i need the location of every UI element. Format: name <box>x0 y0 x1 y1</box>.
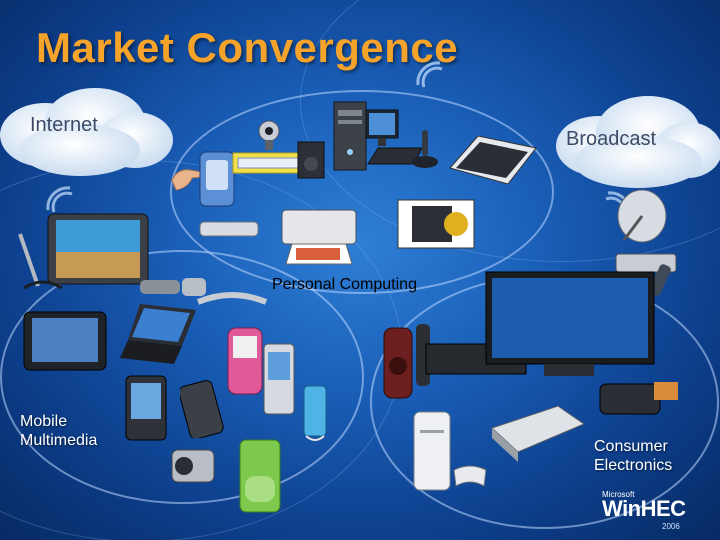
video-camera-icon <box>599 382 678 415</box>
internet-cloud <box>0 88 173 176</box>
network-adapter-icon <box>140 278 206 296</box>
smartphone-icon <box>227 327 263 395</box>
mp3-player-icon <box>303 385 327 441</box>
internet-pc-zone <box>170 90 554 294</box>
headset-icon <box>23 280 63 290</box>
monitor-icon <box>365 109 399 146</box>
media-receiver-icon <box>491 405 586 462</box>
tablet-pc-icon <box>47 213 149 285</box>
mobile-phone-icon <box>180 380 224 438</box>
gamepad-icon <box>453 465 487 487</box>
pocket-pc-icon <box>125 375 167 441</box>
camcorder-icon <box>171 449 215 483</box>
webcam-icon <box>258 120 280 150</box>
router-icon <box>232 152 304 174</box>
logo-brand: Microsoft <box>602 490 635 499</box>
consumer-electronics-line-2: Electronics <box>594 457 673 474</box>
remote-control-icon <box>649 264 671 296</box>
consumer-electronics-line-1: Consumer <box>594 438 668 455</box>
mobile-multimedia-label: Mobile Multimedia <box>20 412 97 450</box>
joystick-icon <box>412 130 438 168</box>
desktop-tower-icon <box>333 101 367 171</box>
logo-year: 2006 <box>662 522 680 531</box>
wifi-signal-icon <box>46 186 73 213</box>
speaker-icon <box>383 327 413 399</box>
winhec-logo: Microsoft WinHEC 2006 <box>598 490 698 534</box>
personal-computing-label: Personal Computing <box>272 276 417 293</box>
logo-name: WinHEC <box>602 496 686 521</box>
printer-icon <box>281 209 357 265</box>
mobile-zone <box>0 250 364 504</box>
stylus-icon <box>18 233 40 287</box>
laptop-icon <box>120 304 196 364</box>
slide-title: Market Convergence <box>36 24 459 71</box>
wifi-signal-icon <box>416 61 443 88</box>
speaker-icon <box>297 141 325 179</box>
media-center-tv-icon <box>485 271 655 376</box>
satellite-dish-icon <box>617 189 667 243</box>
pda-icon <box>263 343 295 415</box>
mobile-multimedia-line-1: Mobile <box>20 413 68 430</box>
usb-cable-icon <box>196 292 268 305</box>
usb-hub-icon <box>199 221 259 237</box>
broadcast-label: Broadcast <box>566 128 657 150</box>
game-console-icon <box>413 411 451 491</box>
optical-drive-icon <box>397 199 475 249</box>
portable-device-icon <box>239 439 281 513</box>
broadcast-cloud <box>556 96 720 188</box>
scanner-icon <box>449 135 537 185</box>
modem-icon <box>199 151 235 207</box>
mobile-multimedia-line-2: Multimedia <box>20 432 98 449</box>
media-player-icon <box>23 311 107 371</box>
consumer-electronics-label: Consumer Electronics <box>594 437 672 475</box>
internet-label: Internet <box>30 114 98 136</box>
